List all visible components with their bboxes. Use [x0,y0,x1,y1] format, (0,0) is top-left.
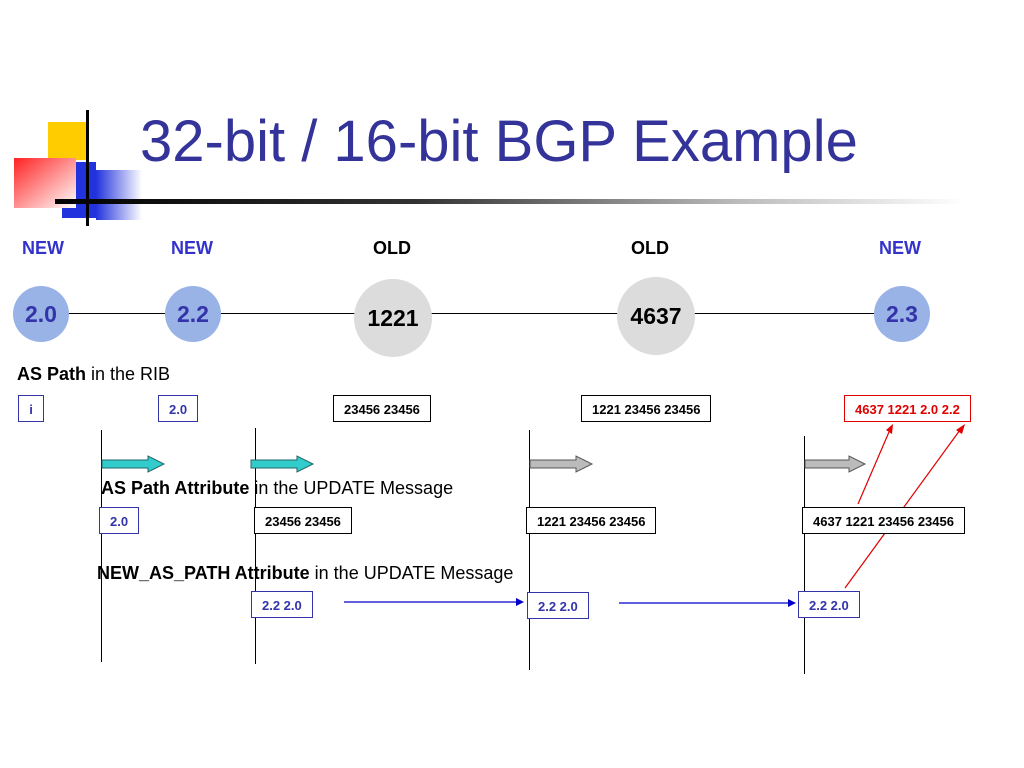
logo-vertical-line [86,110,89,226]
new-as-path-box-1221: 2.2 2.0 [527,592,589,619]
role-label-1221: OLD [373,238,411,258]
as-node-2-0: 2.0 [13,286,69,342]
logo-blue-fade [96,170,142,220]
link-2-2-to-1221 [221,313,355,314]
caption-update-bold: AS Path Attribute [101,478,250,498]
teal-arrow-2-icon [250,455,315,473]
role-label-2-0: NEW [22,238,64,258]
logo-decoration [12,110,142,230]
timeline-4637 [804,436,805,674]
rib-box-1221: 23456 23456 [333,395,431,422]
link-4637-to-2-3 [694,313,874,314]
timeline-2-0 [101,430,102,662]
blue-arrow-2-icon [619,599,796,607]
as-path-attr-box-2-0: 2.0 [99,507,140,534]
as-node-1221: 1221 [354,279,432,357]
as-path-attr-box-4637: 4637 1221 23456 23456 [802,507,965,534]
caption-newpath-rest: in the UPDATE Message [309,563,514,583]
caption-new-as-path-attribute: NEW_AS_PATH Attribute in the UPDATE Mess… [97,563,513,584]
caption-update-rest: in the UPDATE Message [249,478,454,498]
rib-box-4637: 1221 23456 23456 [581,395,712,422]
role-label-2-2: NEW [171,238,213,258]
gray-arrow-1-icon [529,455,594,473]
new-as-path-box-4637: 2.2 2.0 [798,591,860,618]
role-label-4637: OLD [631,238,669,258]
caption-rib: AS Path in the RIB [17,364,170,385]
caption-as-path-attribute: AS Path Attribute in the UPDATE Message [101,478,453,499]
gray-arrow-2-icon [804,455,867,473]
title-underline [55,199,965,204]
as-path-attr-box-2-2: 23456 23456 [254,507,352,534]
caption-rib-bold: AS Path [17,364,87,384]
red-arrow-2-icon [844,424,965,589]
as-path-attr-box-1221: 1221 23456 23456 [526,507,657,534]
link-1221-to-4637 [430,313,620,314]
rib-box-2-2: 2.0 [158,395,199,422]
new-as-path-box-2-2: 2.2 2.0 [251,591,313,618]
timeline-1221 [529,430,530,670]
page-title: 32-bit / 16-bit BGP Example [140,109,858,174]
as-node-4637: 4637 [617,277,695,355]
caption-rib-rest: in the RIB [86,364,171,384]
role-label-2-3: NEW [879,238,921,258]
as-node-2-2: 2.2 [165,286,221,342]
timeline-2-2 [255,428,256,664]
rib-box-2-3: 4637 1221 2.0 2.2 [844,395,971,422]
red-arrow-1-icon [857,424,893,505]
as-node-2-3: 2.3 [874,286,930,342]
link-2-0-to-2-2 [69,313,165,314]
caption-newpath-bold: NEW_AS_PATH Attribute [97,563,310,583]
teal-arrow-1-icon [101,455,166,473]
blue-arrow-1-icon [344,598,524,606]
logo-yellow-square [48,122,86,160]
rib-box-2-0: i [18,395,44,422]
